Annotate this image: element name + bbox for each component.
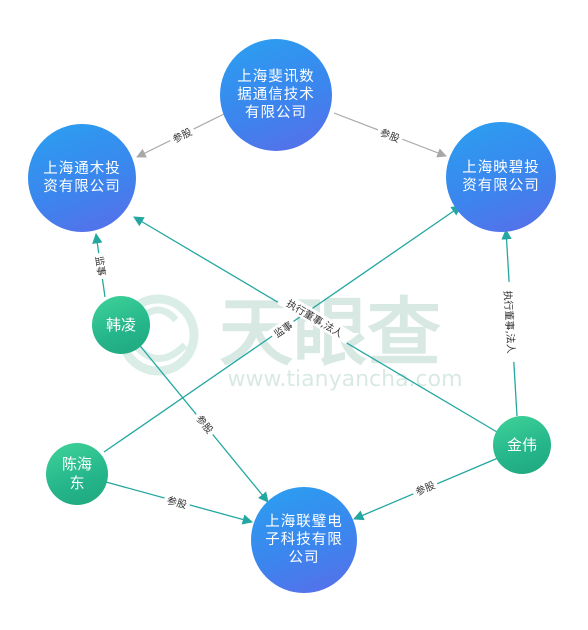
company-node-tongmu[interactable]: 上海通木投资有限公司 [28, 124, 136, 232]
company-node-feixun[interactable]: 上海斐讯数据通信技术有限公司 [220, 39, 332, 151]
company-node-label: 上海通木投资有限公司 [43, 160, 121, 195]
company-node-yingbi[interactable]: 上海映碧投资有限公司 [446, 122, 556, 232]
person-node-label: 韩凌 [105, 315, 136, 334]
person-node-hanling[interactable]: 韩凌 [92, 296, 150, 354]
watermark-url: www.tianyancha.com [227, 367, 462, 392]
person-node-jinwei[interactable]: 金伟 [493, 416, 551, 474]
person-node-label: 陈海东 [61, 455, 92, 492]
company-node-label: 上海映碧投资有限公司 [462, 159, 540, 194]
company-node-label: 上海斐讯数据通信技术有限公司 [237, 68, 315, 122]
person-node-label: 金伟 [506, 435, 537, 454]
company-node-lianbi[interactable]: 上海联璧电子科技有限公司 [251, 487, 357, 593]
edge-label: 执行董事,法人 [501, 290, 518, 354]
company-node-label: 上海联璧电子科技有限公司 [265, 513, 343, 567]
watermark: 天眼查 www.tianyancha.com [117, 290, 463, 392]
edge-label: 监事 [93, 255, 109, 277]
person-node-chenhaidong[interactable]: 陈海东 [46, 443, 108, 505]
